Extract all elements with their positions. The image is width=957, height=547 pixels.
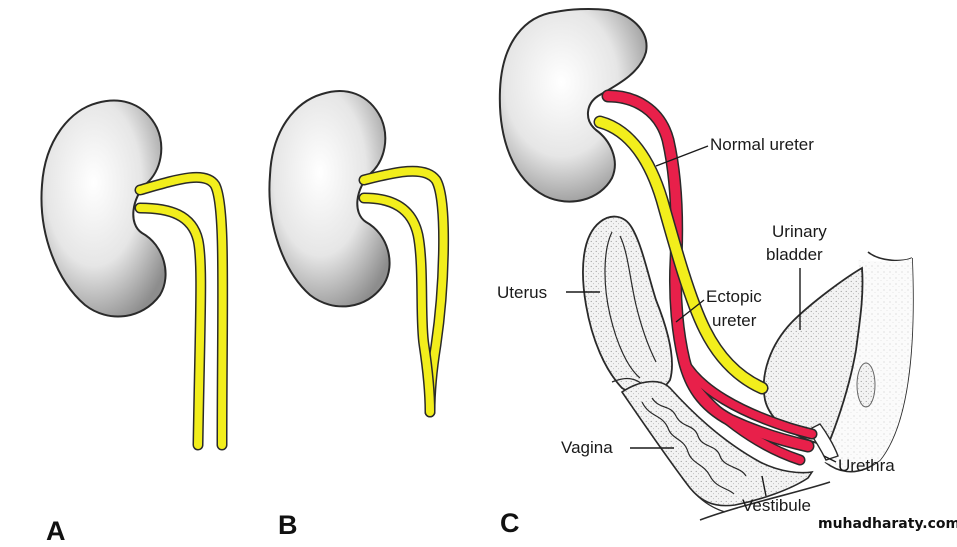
- panel-label-a: A: [46, 516, 66, 546]
- panel-label-b: B: [278, 510, 298, 540]
- ectopic-ureter: [601, 89, 818, 466]
- kidney-b: [268, 90, 391, 308]
- normal-ureter: [593, 115, 769, 395]
- kidney-a: [40, 99, 167, 318]
- ovoid-structure: [856, 362, 876, 408]
- leader-ectopic-ureter: [675, 299, 705, 323]
- label-urinary-bladder-2: bladder: [766, 245, 823, 264]
- label-normal-ureter: Normal ureter: [710, 135, 814, 154]
- label-uterus: Uterus: [497, 283, 548, 302]
- watermark: muhadharaty.com: [818, 516, 957, 532]
- label-ectopic-ureter-2: ureter: [712, 311, 757, 330]
- vagina: [620, 380, 814, 513]
- label-urethra: Urethra: [838, 456, 895, 475]
- kidney-c: [498, 7, 648, 203]
- leader-normal-ureter: [655, 145, 709, 167]
- label-urinary-bladder-1: Urinary: [772, 222, 827, 241]
- ureter-pair-b: [358, 165, 450, 418]
- label-ectopic-ureter-1: Ectopic: [706, 287, 762, 306]
- leader-urethra: [823, 455, 837, 463]
- panel-label-c: C: [500, 508, 520, 538]
- leader-lines: [566, 145, 837, 497]
- ureter-pair-a: [134, 171, 229, 451]
- uterus: [582, 215, 673, 396]
- leader-vestibule: [761, 475, 767, 497]
- label-vagina: Vagina: [561, 438, 613, 457]
- label-vestibule: Vestibule: [742, 496, 811, 515]
